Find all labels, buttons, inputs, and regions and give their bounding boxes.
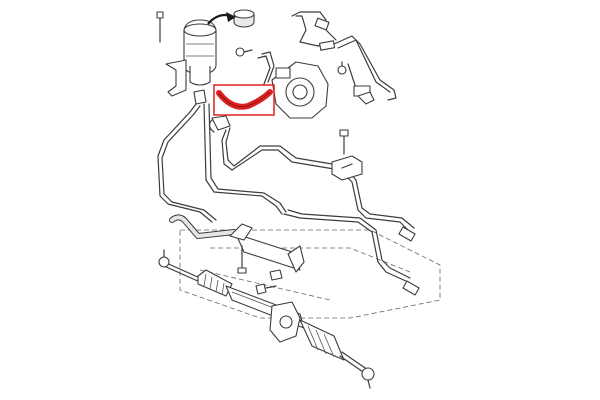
mount-bracket [331, 155, 363, 181]
reservoir-cap [233, 9, 255, 28]
hydraulic-lines [157, 103, 415, 291]
highlighted-return-hose [216, 89, 273, 110]
hose-clamps [193, 89, 231, 133]
reservoir-bracket [165, 59, 187, 97]
pressure-line-top [291, 11, 397, 105]
mount-bolt [339, 129, 349, 155]
clip-small [337, 61, 347, 75]
power-steering-pump [257, 51, 329, 119]
steering-rack [158, 249, 375, 389]
fluid-reservoir [183, 19, 217, 86]
bolt-small [235, 47, 253, 57]
mounting-bolt-top [156, 11, 164, 43]
steering-cylinder [229, 223, 305, 274]
arrow-icon [207, 12, 236, 25]
lower-left-hose [169, 214, 237, 240]
line-fittings [398, 226, 420, 296]
subframe-outline [179, 229, 441, 319]
rack-bolts [255, 269, 283, 295]
highlighted-hose [213, 84, 275, 116]
highlight-box [213, 84, 275, 116]
